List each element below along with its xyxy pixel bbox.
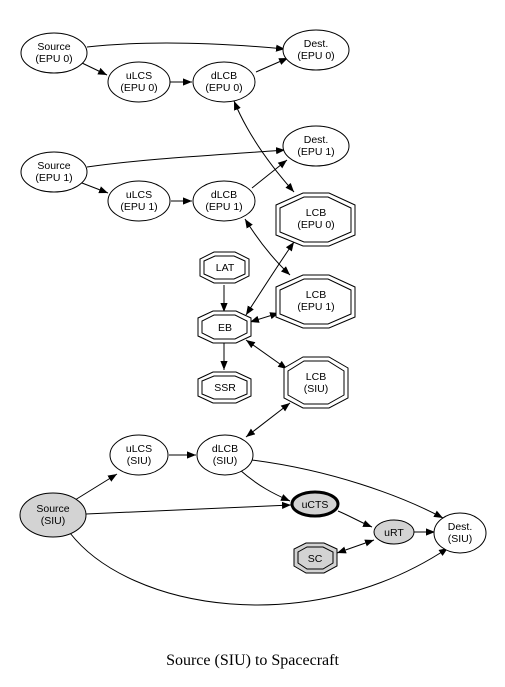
node-ulcs-siu-line1: uLCS <box>126 443 152 455</box>
edge-src-siu-to-ulcs-siu <box>74 473 118 501</box>
node-ulcs-epu1: uLCS (EPU 1) <box>107 180 171 222</box>
edge-eb-lcb-epu1 <box>249 312 280 323</box>
node-source-epu0-line2: (EPU 0) <box>35 53 72 65</box>
edge-dlcb-siu-to-dest-siu <box>251 459 444 519</box>
node-dlcb-epu0-line2: (EPU 0) <box>205 82 242 94</box>
node-dest-epu1: Dest. (EPU 1) <box>282 125 350 167</box>
node-lat: LAT <box>199 251 250 284</box>
edge-dlcb-siu-to-ucts <box>239 469 291 502</box>
node-ulcs-epu0-line2: (EPU 0) <box>120 82 157 94</box>
node-lat-line1: LAT <box>216 262 235 274</box>
node-dest-epu1-line2: (EPU 1) <box>297 146 334 158</box>
edge-src-epu1-to-dest-epu1 <box>86 147 286 168</box>
node-ulcs-epu1-line1: uLCS <box>126 189 152 201</box>
node-ucts-line1: uCTS <box>302 499 329 511</box>
node-urt: uRT <box>373 519 415 545</box>
edge-eb-lcb-epu0 <box>245 241 295 316</box>
node-eb: EB <box>197 310 252 344</box>
node-sc-line1: SC <box>308 553 323 565</box>
node-source-epu1: Source (EPU 1) <box>20 151 88 193</box>
node-lcb-epu1: LCB (EPU 1) <box>275 274 356 329</box>
node-lcb-siu-line1: LCB <box>306 371 326 383</box>
node-source-siu: Source (SIU) <box>19 492 87 538</box>
node-dlcb-epu1-line2: (EPU 1) <box>205 201 242 213</box>
edge-sc-urt <box>336 539 375 554</box>
nodes: Source (EPU 0) Dest. (EPU 0) uLCS (EPU 0… <box>19 29 487 574</box>
node-sc: SC <box>293 542 338 574</box>
node-dlcb-epu1-line1: dLCB <box>211 189 237 201</box>
node-lcb-epu1-line1: LCB <box>306 289 326 301</box>
node-eb-line1: EB <box>218 322 232 334</box>
node-dlcb-epu1: dLCB (EPU 1) <box>192 180 256 222</box>
node-source-epu0-line1: Source <box>37 41 70 53</box>
edge-dlcb-epu1-to-dest-epu1 <box>251 159 288 189</box>
node-dlcb-siu-line2: (SIU) <box>213 455 238 467</box>
edge-dlcb-epu0-lcb-epu0 <box>233 100 295 193</box>
node-dlcb-epu0: dLCB (EPU 0) <box>192 61 256 103</box>
edge-src-epu0-to-dest-epu0 <box>86 42 286 52</box>
figure-caption: Source (SIU) to Spacecraft <box>166 652 339 669</box>
node-dlcb-siu-line1: dLCB <box>212 443 238 455</box>
node-lcb-epu0: LCB (EPU 0) <box>275 192 356 247</box>
node-ulcs-epu0-line1: uLCS <box>126 70 152 82</box>
node-source-siu-line1: Source <box>36 503 69 515</box>
node-ulcs-epu1-line2: (EPU 1) <box>120 201 157 213</box>
edge-eb-lcb-siu <box>245 339 288 370</box>
node-dest-epu0-line2: (EPU 0) <box>297 50 334 62</box>
node-dest-siu-line1: Dest. <box>448 521 473 533</box>
node-dlcb-epu0-line1: dLCB <box>211 70 237 82</box>
node-source-epu1-line2: (EPU 1) <box>35 172 72 184</box>
node-dest-epu0: Dest. (EPU 0) <box>282 29 350 71</box>
edge-src-siu-to-dest-siu <box>69 532 449 606</box>
node-urt-line1: uRT <box>384 527 404 539</box>
edge-src-epu0-to-ulcs-epu0 <box>81 62 108 76</box>
edge-dlcb-siu-lcb-siu <box>245 402 291 438</box>
node-source-epu1-line1: Source <box>37 160 70 172</box>
edge-dlcb-epu0-to-dest-epu0 <box>255 57 289 73</box>
node-lcb-epu0-line1: LCB <box>306 207 326 219</box>
node-lcb-siu: LCB (SIU) <box>283 356 349 409</box>
node-ssr-line1: SSR <box>214 382 236 394</box>
node-ulcs-siu: uLCS (SIU) <box>109 434 169 476</box>
edge-src-siu-to-ucts <box>85 501 292 515</box>
node-ulcs-siu-line2: (SIU) <box>127 455 152 467</box>
node-dest-epu0-line1: Dest. <box>304 38 329 50</box>
node-dest-epu1-line1: Dest. <box>304 134 329 146</box>
node-lcb-siu-line2: (SIU) <box>304 383 329 395</box>
node-lcb-epu0-line2: (EPU 0) <box>297 219 334 231</box>
node-dest-siu: Dest. (SIU) <box>433 512 487 554</box>
node-ulcs-epu0: uLCS (EPU 0) <box>107 61 171 103</box>
edge-src-epu1-to-ulcs-epu1 <box>81 182 109 194</box>
node-source-siu-line2: (SIU) <box>41 515 66 527</box>
node-dest-siu-line2: (SIU) <box>448 533 473 545</box>
node-source-epu0: Source (EPU 0) <box>20 32 88 74</box>
node-ucts: uCTS <box>290 490 340 518</box>
node-lcb-epu1-line2: (EPU 1) <box>297 301 334 313</box>
node-dlcb-siu: dLCB (SIU) <box>196 434 254 476</box>
node-ssr: SSR <box>197 371 252 404</box>
edges <box>69 42 449 606</box>
edge-ucts-to-urt <box>337 510 373 528</box>
